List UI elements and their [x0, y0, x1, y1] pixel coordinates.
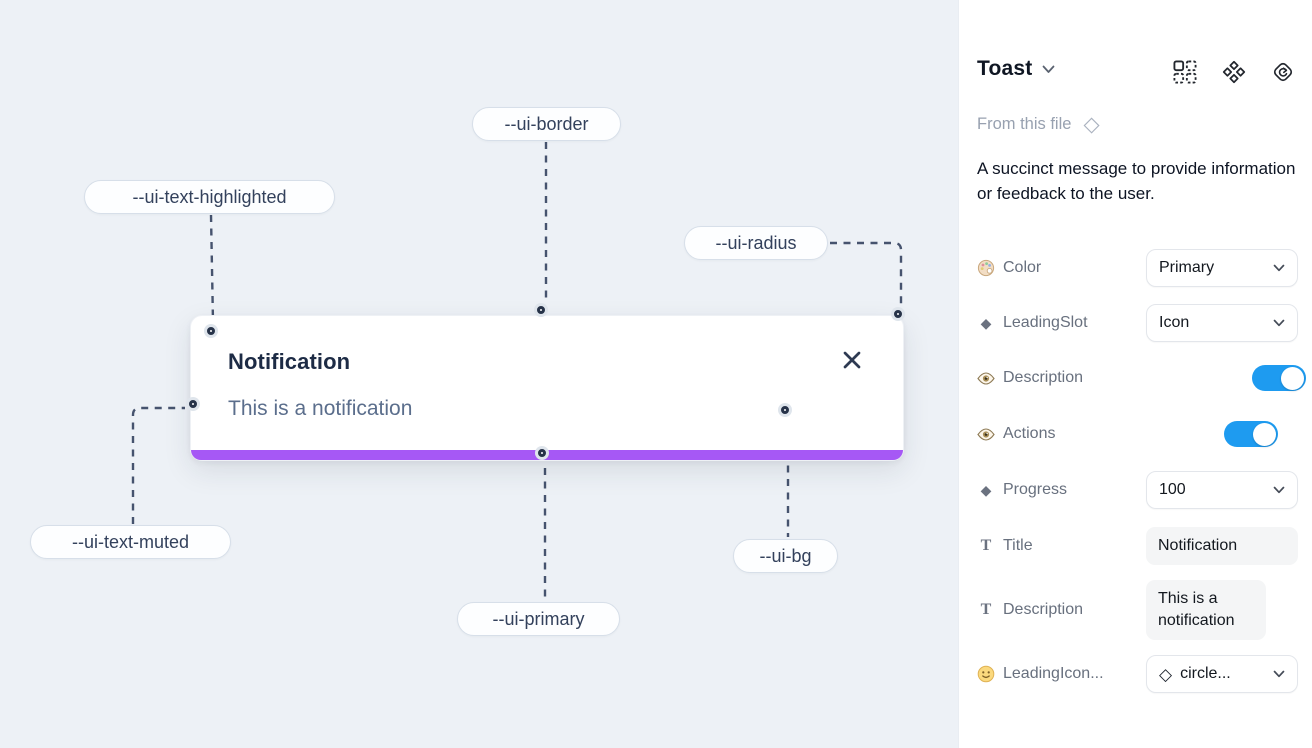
line-ui-radius	[830, 241, 903, 306]
variants-grid-icon[interactable]	[1173, 60, 1197, 84]
toggle-knob	[1281, 366, 1305, 390]
connector-dot-radius	[894, 310, 902, 318]
diamond-icon: ◆	[980, 314, 992, 331]
source-label: From this file	[977, 115, 1072, 133]
toast-component-preview[interactable]: Notification This is a notification	[190, 315, 904, 461]
var-label-ui-text-highlighted: --ui-text-highlighted	[84, 180, 335, 214]
diamond-outline-icon: ◇	[1159, 665, 1173, 683]
close-icon[interactable]	[841, 349, 863, 371]
prop-label-description: Description	[1003, 369, 1084, 386]
component-description: A succinct message to provide informatio…	[977, 159, 1296, 203]
connector-dot-muted	[189, 400, 197, 408]
progress-select[interactable]: 100	[1146, 471, 1298, 509]
prop-label-leadingslot: LeadingSlot	[1003, 314, 1088, 331]
actions-toggle[interactable]	[1224, 421, 1279, 447]
toggle-knob	[1253, 422, 1277, 446]
prop-label-actions: Actions	[1003, 425, 1056, 442]
description-text-input[interactable]: This is a notification	[1146, 580, 1266, 640]
connector-dot-bg	[781, 406, 789, 414]
smiley-icon	[977, 665, 995, 683]
design-canvas: Notification This is a notification --ui…	[0, 0, 958, 748]
var-label-ui-text-muted: --ui-text-muted	[30, 525, 231, 559]
component-set-icon[interactable]	[1222, 60, 1246, 84]
palette-icon	[977, 259, 995, 277]
chevron-down-icon	[1273, 264, 1285, 272]
toast-title: Notification	[228, 349, 351, 374]
connector-dot-title	[207, 327, 215, 335]
prop-label-progress: Progress	[1003, 481, 1068, 498]
text-icon: T	[980, 601, 992, 618]
prop-row-progress: ◆ Progress 100	[977, 471, 1298, 509]
color-select[interactable]: Primary	[1146, 249, 1298, 287]
toast-description: This is a notification	[228, 397, 413, 420]
prop-label-description-text: Description	[1003, 601, 1084, 618]
line-ui-text-highlighted	[209, 214, 215, 323]
description-toggle[interactable]	[1252, 365, 1307, 391]
leadingslot-select[interactable]: Icon	[1146, 304, 1298, 342]
prop-row-leadingslot: ◆ LeadingSlot Icon	[977, 304, 1298, 342]
prop-row-leadingicon: LeadingIcon... ◇ circle...	[977, 655, 1298, 693]
component-diamond-icon: ◇	[1083, 113, 1100, 136]
var-label-ui-bg: --ui-bg	[733, 539, 838, 573]
eye-icon	[977, 371, 995, 385]
prop-row-title: T Title Notification	[977, 527, 1298, 565]
var-label-ui-primary: --ui-primary	[457, 602, 620, 636]
chevron-down-icon	[1273, 670, 1285, 678]
text-icon: T	[980, 537, 992, 554]
connector-dot-primary	[538, 449, 546, 457]
chevron-down-icon	[1273, 486, 1285, 494]
leadingicon-select[interactable]: ◇ circle...	[1146, 655, 1298, 693]
prop-label-leadingicon: LeadingIcon...	[1003, 665, 1104, 682]
title-text-input[interactable]: Notification	[1146, 527, 1298, 565]
prop-row-description-text: T Description This is a notification	[977, 575, 1297, 645]
var-label-ui-border: --ui-border	[472, 107, 621, 141]
var-label-ui-radius: --ui-radius	[684, 226, 828, 260]
eye-icon	[977, 427, 995, 441]
properties-panel: Toast From thi	[958, 0, 1312, 748]
toast-progress-bar	[191, 450, 903, 460]
prop-row-description-toggle: Description	[977, 365, 1307, 391]
return-to-instance-icon[interactable]	[1271, 60, 1295, 84]
prop-label-color: Color	[1003, 259, 1042, 276]
chevron-down-icon	[1273, 319, 1285, 327]
component-title: Toast	[977, 57, 1033, 80]
line-ui-text-muted	[131, 406, 185, 524]
chevron-down-icon[interactable]	[1042, 65, 1055, 74]
prop-row-actions-toggle: Actions	[977, 421, 1297, 447]
prop-label-title: Title	[1003, 537, 1033, 554]
connector-dot-border	[537, 306, 545, 314]
prop-row-color: Color Primary	[977, 249, 1298, 287]
diamond-icon: ◆	[980, 481, 992, 498]
